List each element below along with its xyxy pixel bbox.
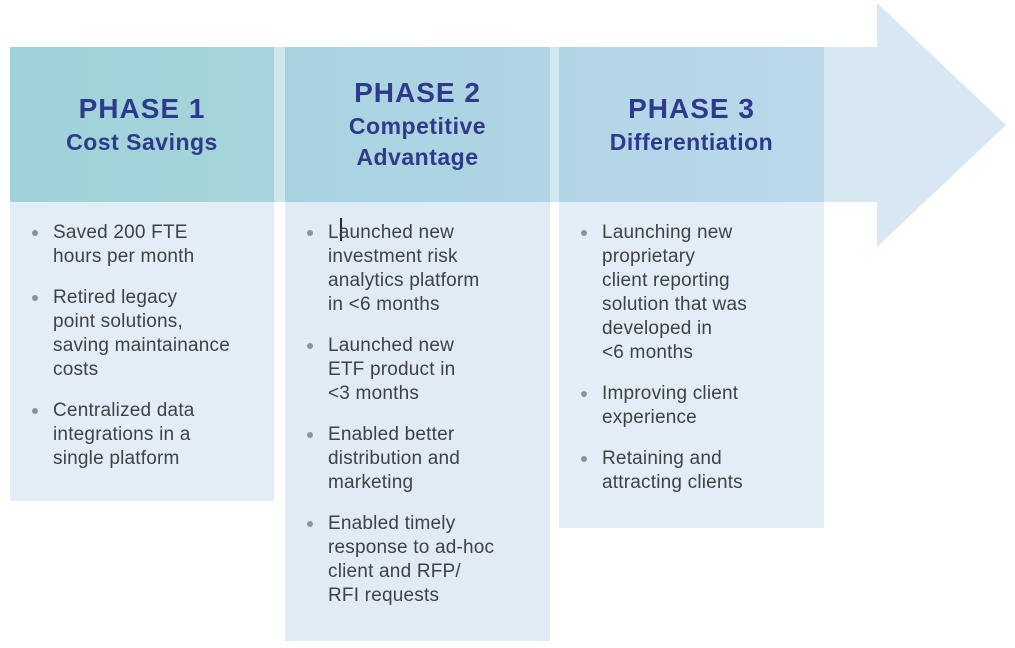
phase-1-header: PHASE 1 Cost Savings: [10, 47, 274, 202]
phase-column-3: PHASE 3 Differentiation Launching new pr…: [559, 47, 824, 528]
phase-column-2: PHASE 2 Competitive Advantage Launched n…: [285, 47, 550, 641]
phase-1-subtitle: Cost Savings: [66, 128, 218, 155]
bullet-item: Launched new investment risk analytics p…: [307, 221, 538, 317]
bullet-item: Saved 200 FTE hours per month: [32, 221, 262, 269]
phase-3-bullet-list: Launching new proprietary client reporti…: [581, 221, 812, 495]
phase-2-header: PHASE 2 Competitive Advantage: [285, 47, 550, 202]
phase-column-1: PHASE 1 Cost Savings Saved 200 FTE hours…: [10, 47, 274, 501]
phase-2-bullet-list: Launched new investment risk analytics p…: [307, 221, 538, 608]
text-cursor: [340, 218, 342, 241]
bullet-item: Enabled timely response to ad-hoc client…: [307, 512, 538, 608]
phase-3-title: PHASE 3: [628, 92, 755, 124]
phase-1-title: PHASE 1: [78, 92, 206, 124]
phase-3-subtitle: Differentiation: [609, 128, 774, 155]
phase-3-body: Launching new proprietary client reporti…: [559, 202, 824, 528]
bullet-item: Retired legacy point solutions, saving m…: [32, 286, 262, 382]
bullet-item: Centralized data integrations in a singl…: [32, 399, 262, 471]
bullet-item: Launching new proprietary client reporti…: [581, 221, 812, 365]
phase-2-title: PHASE 2: [354, 77, 481, 108]
phase-2-subtitle: Competitive Advantage: [348, 113, 487, 170]
phase-3-header: PHASE 3 Differentiation: [559, 47, 824, 202]
bullet-item: Enabled better distribution and marketin…: [307, 423, 538, 495]
phase-2-body: Launched new investment risk analytics p…: [285, 202, 550, 641]
bullet-item: Improving client experience: [581, 382, 812, 430]
bullet-item: Launched new ETF product in <3 months: [307, 334, 538, 406]
bullet-item: Retaining and attracting clients: [581, 447, 812, 495]
